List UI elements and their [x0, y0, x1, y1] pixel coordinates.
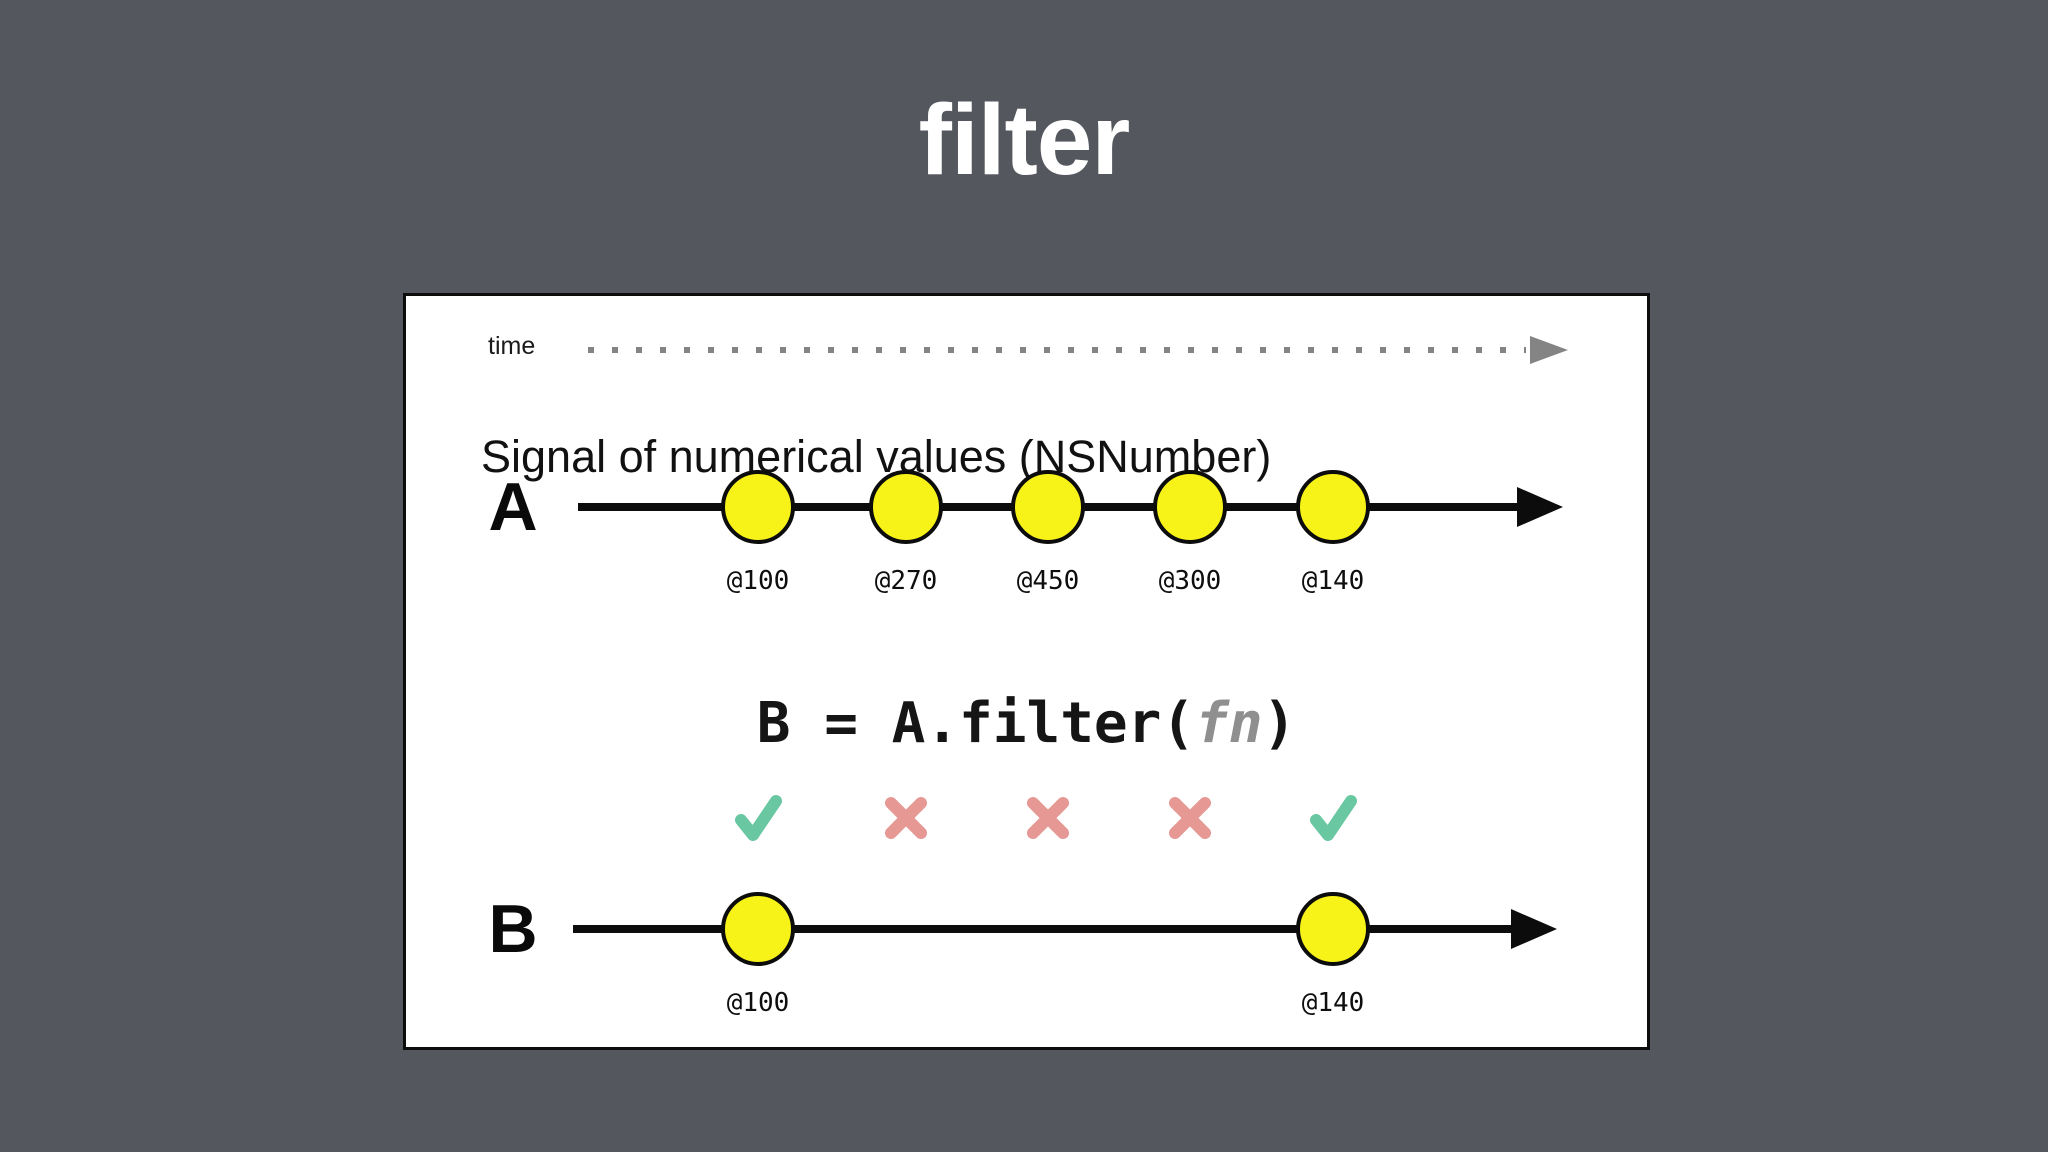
signal-b-line — [573, 925, 1511, 933]
pass-check-icon — [1305, 790, 1361, 846]
event-value-label: @300 — [1158, 566, 1222, 596]
slide-title: filter — [918, 84, 1131, 196]
event-marble — [1296, 892, 1370, 966]
event-marble — [721, 892, 795, 966]
signal-type-description: Signal of numerical values (NSNumber) — [481, 431, 1272, 482]
event-value-label: @450 — [1016, 566, 1080, 596]
expression-prefix: B = A.filter( — [756, 691, 1196, 756]
event-marble — [1296, 470, 1370, 544]
fail-cross-icon — [1020, 790, 1076, 846]
event-marble — [721, 470, 795, 544]
signal-a-arrowhead-icon — [1517, 487, 1563, 527]
event-value-label: @100 — [726, 988, 790, 1018]
fail-cross-icon — [1162, 790, 1218, 846]
signal-b-arrowhead-icon — [1511, 909, 1557, 949]
diagram-panel: time Signal of numerical values (NSNumbe… — [403, 293, 1650, 1050]
event-marble — [1011, 470, 1085, 544]
time-label: time — [488, 332, 536, 360]
filter-expression: B = A.filter(fn) — [406, 690, 1647, 758]
expression-argument: fn — [1195, 691, 1263, 756]
event-marble — [1153, 470, 1227, 544]
signal-b-label: B — [488, 891, 538, 967]
time-axis-arrowhead-icon — [1530, 336, 1568, 364]
event-value-label: @100 — [726, 566, 790, 596]
signal-a-label: A — [488, 469, 538, 545]
event-value-label: @140 — [1301, 566, 1365, 596]
event-value-label: @270 — [874, 566, 938, 596]
expression-suffix: ) — [1262, 691, 1297, 756]
fail-cross-icon — [878, 790, 934, 846]
time-axis-dotted-line — [588, 347, 1526, 353]
event-marble — [869, 470, 943, 544]
event-value-label: @140 — [1301, 988, 1365, 1018]
pass-check-icon — [730, 790, 786, 846]
